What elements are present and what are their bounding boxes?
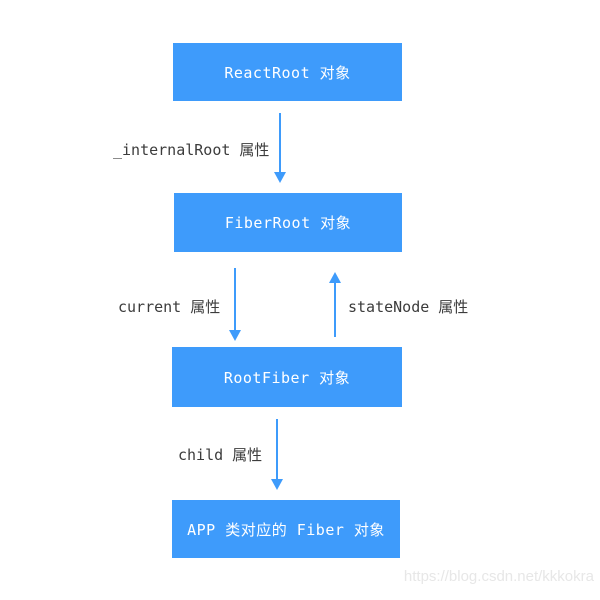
arrow-shaft	[276, 419, 278, 481]
arrow-shaft	[334, 281, 336, 337]
edge-label-child: child 属性	[178, 446, 263, 464]
arrow-up-state-node	[329, 272, 341, 337]
arrow-down-icon	[271, 479, 283, 490]
node-react-root: ReactRoot 对象	[173, 43, 402, 101]
node-app-fiber: APP 类对应的 Fiber 对象	[172, 500, 400, 558]
edge-label-state-node: stateNode 属性	[348, 298, 469, 316]
arrow-down-icon	[274, 172, 286, 183]
node-fiber-root: FiberRoot 对象	[174, 193, 402, 252]
arrow-shaft	[279, 113, 281, 174]
edge-label-current: current 属性	[118, 298, 221, 316]
arrow-down-current	[229, 268, 241, 341]
arrow-down-internal-root	[274, 113, 286, 183]
arrow-up-icon	[329, 272, 341, 283]
node-root-fiber: RootFiber 对象	[172, 347, 402, 407]
arrow-down-icon	[229, 330, 241, 341]
arrow-down-child	[271, 419, 283, 490]
arrow-shaft	[234, 268, 236, 332]
edge-label-internal-root: _internalRoot 属性	[113, 141, 270, 159]
watermark-url: https://blog.csdn.net/kkkokra	[403, 568, 594, 585]
